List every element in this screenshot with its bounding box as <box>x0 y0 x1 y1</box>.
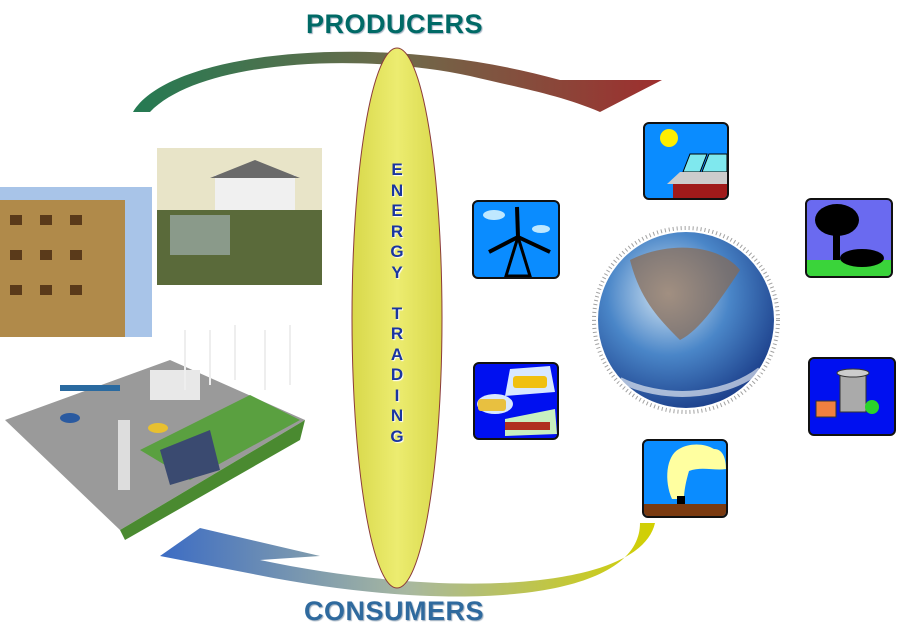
letter: E <box>391 201 403 220</box>
letter: G <box>390 242 404 261</box>
transport-icon <box>473 362 559 440</box>
letter: G <box>390 426 404 446</box>
letter: N <box>390 180 404 200</box>
letter: R <box>390 221 404 241</box>
solar-panel-icon <box>643 122 729 200</box>
country-house-photo <box>157 148 322 285</box>
tree-biomass-icon <box>805 198 893 278</box>
waste-bin-icon <box>808 357 896 436</box>
letter: T <box>391 303 403 323</box>
letter-gap <box>377 283 417 304</box>
building-photo <box>0 187 152 337</box>
letter: A <box>390 344 404 364</box>
consumers-arrow <box>160 523 655 597</box>
letter: D <box>390 365 404 384</box>
producers-arrow <box>133 51 662 112</box>
letter: I <box>394 385 400 405</box>
letter: N <box>390 406 404 425</box>
consumers-label: CONSUMERS <box>304 596 485 626</box>
earth-globe <box>592 226 780 414</box>
letter: E <box>391 160 403 179</box>
letter: Y <box>391 262 403 282</box>
wind-turbine-icon <box>472 200 560 279</box>
smokestack-icon <box>642 439 728 518</box>
letter: R <box>390 324 404 343</box>
energy-trading-text: E N E R G Y T R A D I N G <box>377 160 417 447</box>
producers-label: PRODUCERS <box>306 9 484 39</box>
energy-station-scene <box>5 325 305 540</box>
energy-trading-ellipse <box>351 47 443 589</box>
